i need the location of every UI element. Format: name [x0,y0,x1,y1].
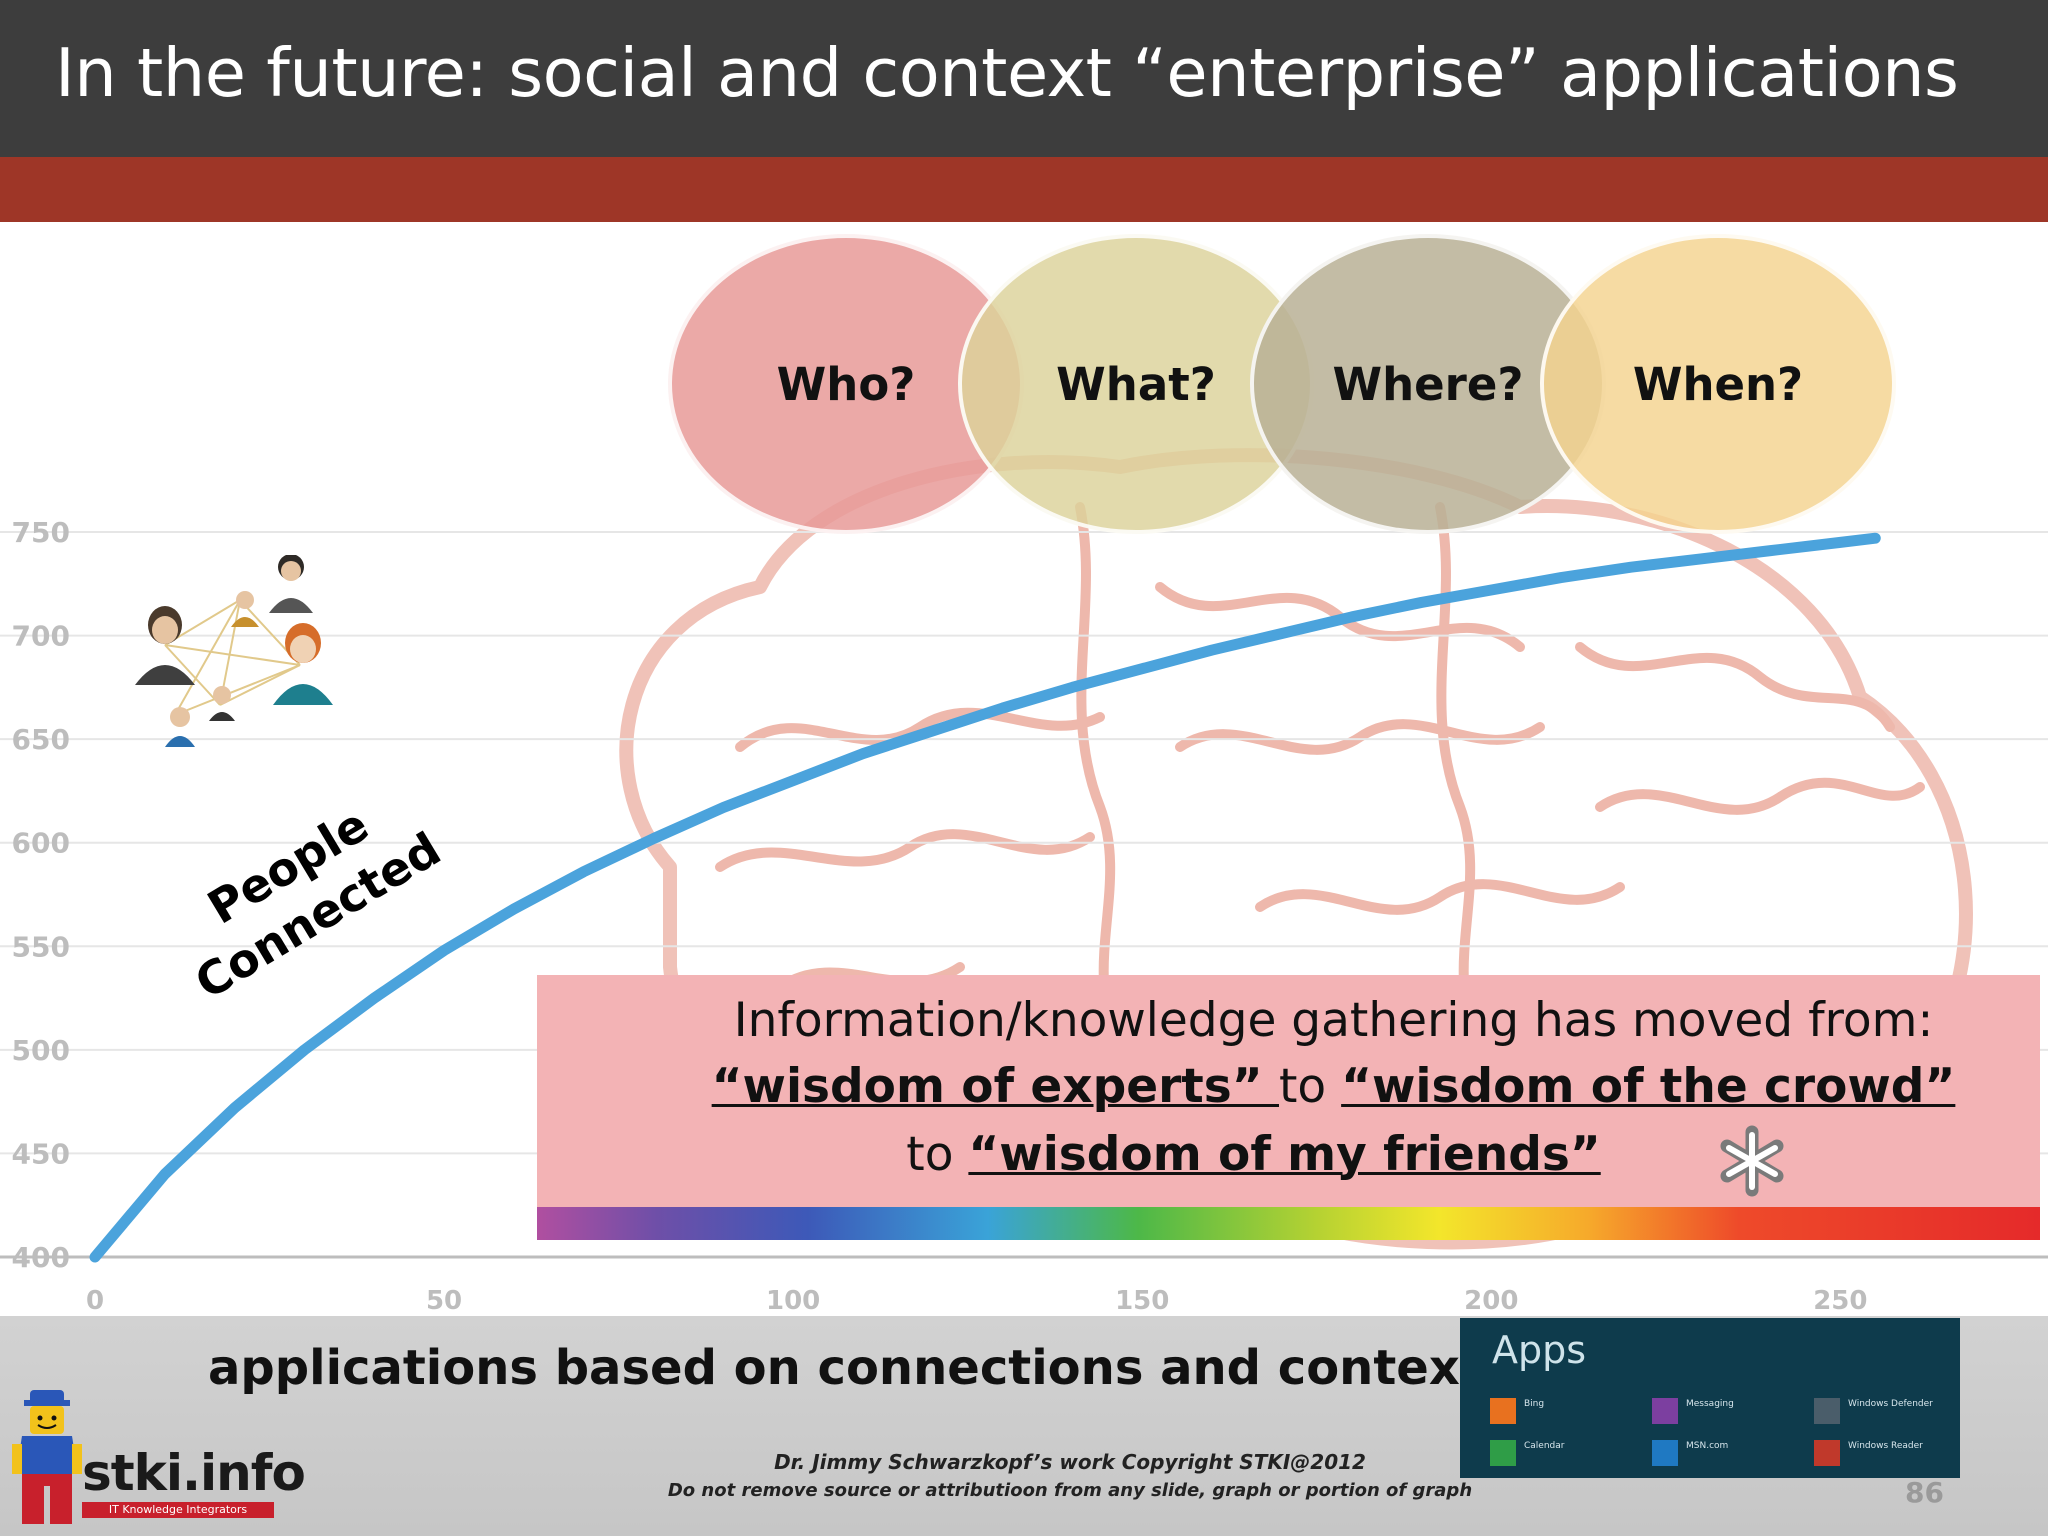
info-box: Information/knowledge gathering has move… [537,975,2040,1207]
slide-title: In the future: social and context “enter… [55,34,1959,112]
wisdom-friends: “wisdom of my friends” [968,1127,1601,1182]
to-word-2: to [906,1127,969,1182]
calendar-icon [1490,1440,1516,1466]
app-label: MSN.com [1686,1441,1729,1451]
title-bar: In the future: social and context “enter… [0,0,2048,157]
footer: applications based on connections and co… [0,1316,2048,1536]
logo-tagline: IT Knowledge Integrators [82,1502,274,1518]
x-tick-label: 200 [1464,1286,1518,1316]
x-tick-label: 50 [426,1286,462,1316]
app-label: Windows Reader [1848,1441,1923,1451]
who-label: Who? [776,357,916,411]
app-msn[interactable]: MSN.com [1652,1440,1728,1466]
info-line-1: Information/knowledge gathering has move… [733,993,1934,1048]
y-tick-label: 550 [12,930,70,963]
msn-icon [1652,1440,1678,1466]
page-number: 86 [1905,1476,1944,1509]
logo-text: stki.info [82,1444,306,1502]
wisdom-experts: “wisdom of experts” [711,1059,1279,1114]
y-tick-label: 500 [12,1034,70,1067]
app-windows-defender[interactable]: Windows Defender [1814,1398,1933,1424]
where-label: Where? [1332,357,1524,411]
app-messaging[interactable]: Messaging [1652,1398,1734,1424]
spectrum-bar [537,1207,2040,1240]
x-tick-label: 100 [766,1286,820,1316]
wisdom-crowd: “wisdom of the crowd” [1341,1059,1956,1114]
people-network-icon [135,555,333,747]
y-tick-label: 600 [12,827,70,860]
y-tick-label: 450 [12,1137,70,1170]
info-line-2: “wisdom of experts” to “wisdom of the cr… [582,1059,2048,1114]
windows-defender-icon [1814,1398,1840,1424]
y-tick-label: 650 [12,723,70,756]
title-accent-band [0,157,2048,222]
to-word-1: to [1279,1059,1342,1114]
app-windows-reader[interactable]: Windows Reader [1814,1440,1923,1466]
credit-line-2: Do not remove source or attributioon fro… [667,1480,1473,1501]
apps-title: Apps [1492,1328,1587,1372]
app-bing[interactable]: Bing [1490,1398,1544,1424]
windows-reader-icon [1814,1440,1840,1466]
y-tick-label: 700 [12,620,70,653]
info-line-3: to “wisdom of my friends” [502,1127,2005,1182]
footer-headline: applications based on connections and co… [208,1340,1483,1396]
app-calendar[interactable]: Calendar [1490,1440,1564,1466]
lego-figure-icon [12,1390,82,1524]
y-tick-label: 400 [12,1241,70,1274]
app-label: Calendar [1524,1441,1565,1451]
x-tick-label: 150 [1115,1286,1169,1316]
apps-panel: Apps Bing Messaging Windows Defender Cal… [1460,1318,1960,1478]
series-line [89,532,1881,1263]
messaging-icon [1652,1398,1678,1424]
what-label: What? [1056,357,1216,411]
bing-icon [1490,1398,1516,1424]
app-label: Windows Defender [1848,1399,1933,1409]
when-label: When? [1632,357,1804,411]
app-label: Messaging [1686,1399,1734,1409]
x-tick-label: 250 [1813,1286,1867,1316]
asterisk-icon [1720,1125,1784,1197]
credit-line-1: Dr. Jimmy Schwarzkopf’s work Copyright S… [774,1450,1366,1474]
app-label: Bing [1524,1399,1545,1409]
x-tick-label: 0 [86,1286,104,1316]
y-tick-label: 750 [12,516,70,549]
when-circle: When? [1540,234,1896,534]
